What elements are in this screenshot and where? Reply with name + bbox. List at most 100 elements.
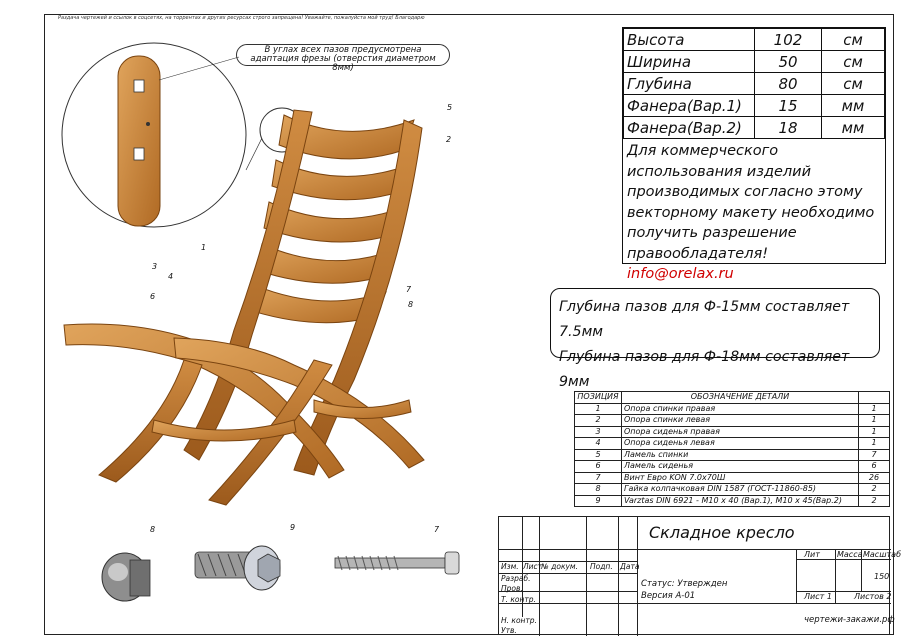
dim-row: Глубина 80 см [623, 72, 885, 95]
back-support-left [183, 109, 313, 461]
row-name: Винт Евро KON 7.0x70Ш [621, 471, 859, 484]
col-podp: Подп. [590, 562, 613, 571]
dim-value: 50 [754, 50, 822, 73]
row-name: Опора спинки левая [621, 414, 859, 427]
callout-num-7: 7 [406, 285, 412, 294]
slot-depth-box: Глубина пазов для Ф-15мм составляет 7.5м… [550, 288, 880, 390]
row-qty: 26 [858, 471, 890, 484]
callout-line-1: В углах всех пазов предусмотрена [264, 45, 422, 55]
row-pos: 2 [574, 414, 622, 427]
col-date: Дата [620, 562, 640, 571]
callout-num-8b: 8 [150, 525, 156, 534]
row-qty: 2 [858, 483, 890, 496]
col-izm: Изм. [501, 562, 519, 571]
hardware-illustration [101, 545, 460, 602]
lit-label: Лит [804, 550, 820, 559]
row-name: Ламель сиденья [621, 460, 859, 473]
row-qty: 1 [858, 414, 890, 427]
row-name: Varztas DIN 6921 - M10 x 40 (Вар.1), M10… [621, 494, 859, 507]
header-position: ПОЗИЦИЯ [574, 391, 622, 404]
row-name: Опора сиденья правая [621, 425, 859, 438]
row-name: Опора сиденья левая [621, 437, 859, 450]
row-pos: 4 [574, 437, 622, 450]
parts-header-row: ПОЗИЦИЯ ОБОЗНАЧЕНИЕ ДЕТАЛИ [574, 391, 890, 404]
drawing-frame [44, 14, 894, 635]
callout-num-5: 5 [447, 103, 453, 112]
euro-screw-icon [334, 551, 460, 575]
row-name: Гайка колпачковая DIN 1587 (ГОСТ-11860-8… [621, 483, 859, 496]
row-pos: 1 [574, 402, 622, 415]
row-pos: 6 [574, 460, 622, 473]
callout-num-6: 6 [150, 292, 156, 301]
callout-num-3: 3 [152, 262, 158, 271]
row-qty: 2 [858, 494, 890, 507]
dim-row: Фанера(Вар.1) 15 мм [623, 94, 885, 117]
dim-value: 18 [754, 116, 822, 139]
cap-nut-icon [101, 552, 151, 602]
sheet-label: Лист 1 [804, 592, 832, 601]
row-pos: 8 [574, 483, 622, 496]
callout-num-8: 8 [408, 300, 414, 309]
row-name: Опора спинки правая [621, 402, 859, 415]
row-qty: 1 [858, 402, 890, 415]
row-qty: 7 [858, 448, 890, 461]
callout-num-4: 4 [168, 272, 174, 281]
dim-unit: см [821, 28, 885, 51]
row-qty: 1 [858, 437, 890, 450]
callout-num-9: 9 [290, 523, 296, 532]
row-pos: 9 [574, 494, 622, 507]
dim-label: Ширина [623, 50, 755, 73]
dim-row: Высота 102 см [623, 28, 885, 51]
site-label: чертежи-закажи.рф [804, 615, 895, 625]
back-support-right [293, 119, 423, 476]
slot-depth-line-2: Глубина пазов для Ф-18мм составляет 9мм [559, 349, 850, 390]
role-nkontr: Н. контр. [501, 616, 537, 625]
callout-num-2: 2 [446, 135, 452, 144]
dim-label: Высота [623, 28, 755, 51]
dim-value: 102 [754, 28, 822, 51]
dim-unit: см [821, 72, 885, 95]
bolt-icon [194, 545, 281, 591]
dim-row: Фанера(Вар.2) 18 мм [623, 116, 885, 139]
sheets-label: Листов 2 [854, 592, 892, 601]
dim-value: 80 [754, 72, 822, 95]
license-note: Для коммерческого использования изделий … [623, 139, 885, 285]
header-designation: ОБОЗНАЧЕНИЕ ДЕТАЛИ [621, 391, 859, 404]
copyright-notice: Раздача чертежей и ссылок в соцсетях, на… [58, 15, 425, 21]
callout-num-7b: 7 [434, 525, 440, 534]
chair-illustration [61, 42, 425, 506]
dim-unit: см [821, 50, 885, 73]
row-pos: 5 [574, 448, 622, 461]
dim-unit: мм [821, 94, 885, 117]
header-qty [858, 391, 890, 404]
dim-label: Глубина [623, 72, 755, 95]
detail-view-circle [61, 42, 247, 228]
role-tkontr: Т. контр. [501, 595, 536, 604]
col-doc: № докум. [541, 562, 578, 571]
license-text: Для коммерческого использования изделий … [627, 143, 875, 262]
callout-line-2: адаптация фрезы (отверстия диаметром 8мм… [250, 54, 436, 73]
seat-support-right [173, 337, 425, 469]
scale-label: Масштаб [863, 550, 902, 559]
scale-value: 150 [874, 572, 890, 581]
dim-row: Ширина 50 см [623, 50, 885, 73]
detail-callout: В углах всех пазов предусмотрена адаптац… [236, 44, 450, 73]
row-pos: 3 [574, 425, 622, 438]
version-text: Версия А-01 [641, 591, 696, 601]
row-qty: 1 [858, 425, 890, 438]
contact-email[interactable]: info@orelax.ru [627, 266, 734, 282]
status-text: Статус: Утвержден [641, 579, 728, 589]
row-name: Ламель спинки [621, 448, 859, 461]
row-qty: 6 [858, 460, 890, 473]
front-leg [98, 359, 203, 483]
dimensions-box: Высота 102 см Ширина 50 см Глубина 80 см… [622, 27, 886, 282]
